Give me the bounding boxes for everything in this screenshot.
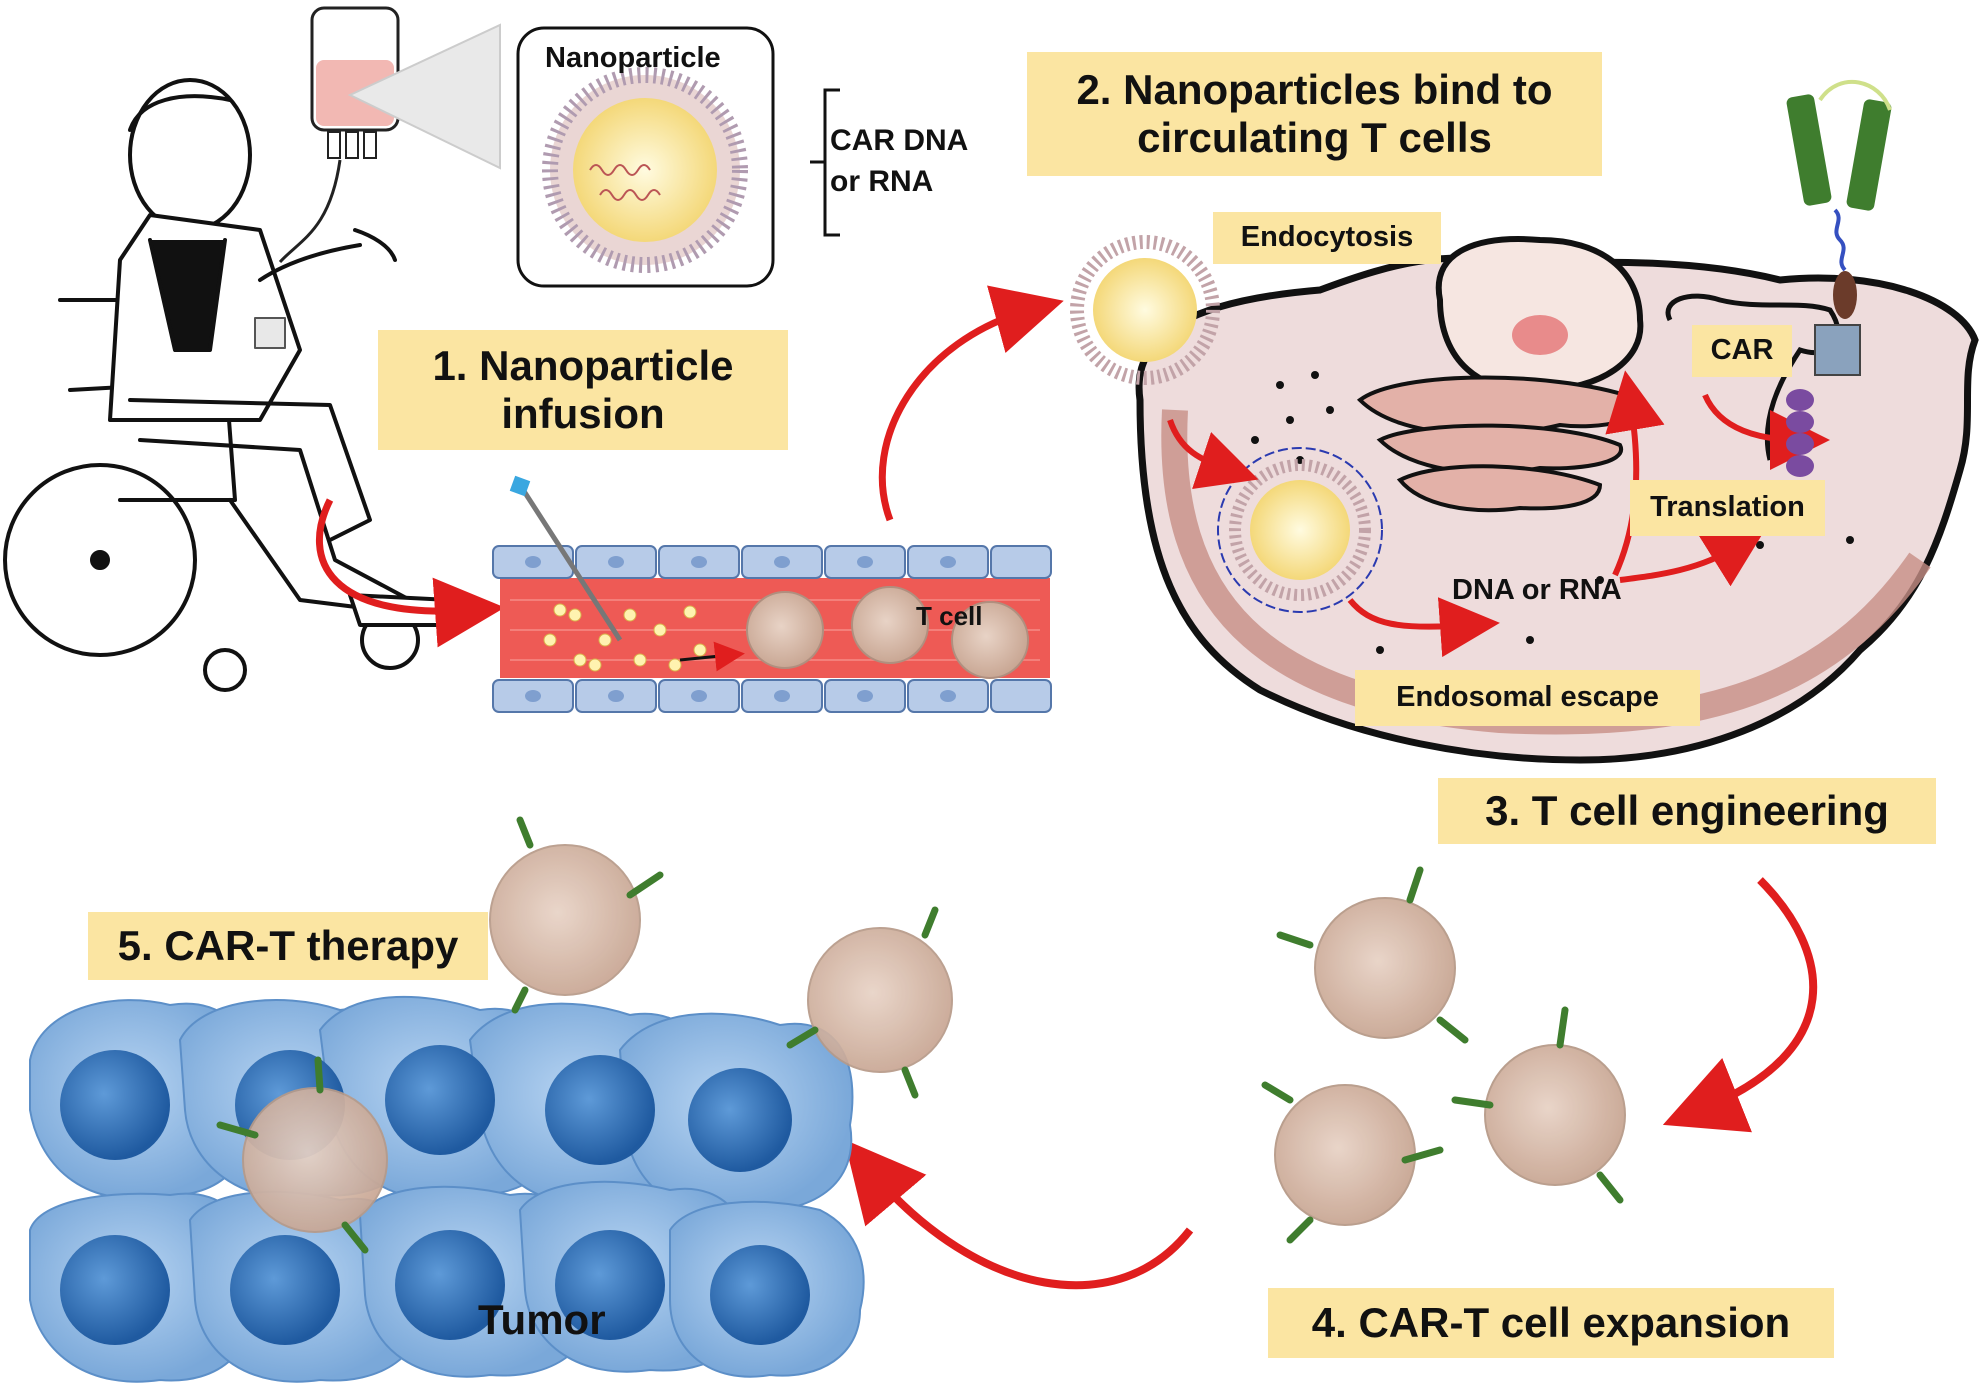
t-cell-icon [746,586,1029,679]
engineered-cell [1135,236,1979,764]
blood-vessel [492,475,1052,713]
step1-label: 1. Nanoparticle infusion [378,330,788,450]
car-dna-label: CAR DNA [830,124,969,157]
step2-label: 2. Nanoparticles bind to circulating T c… [1027,52,1602,176]
curved-arrow-icon [1347,597,1500,658]
bracket [810,88,840,237]
endosome [1217,447,1383,613]
car-receptor-icon [1786,80,1892,477]
nanoparticle-icon [542,67,748,273]
step4-label: 4. CAR-T cell expansion [1268,1288,1834,1358]
dna-or-rna-label: DNA or RNA [1452,574,1622,606]
step2-line1: 2. Nanoparticles bind to [1076,65,1553,113]
endocytosis-label: Endocytosis [1213,212,1441,264]
tumor-label: Tumor [478,1296,606,1343]
translation-label: Translation [1630,480,1825,536]
curved-arrow-icon [878,285,1064,522]
iv-bag-icon [278,6,501,264]
curved-arrow-icon [844,1139,1194,1290]
car-label: CAR [1692,325,1792,377]
step5-label: 5. CAR-T therapy [88,912,488,980]
car-t-cells-expansion [1261,866,1626,1244]
nanoparticle-icon [1070,235,1220,385]
curved-arrow-icon [1619,529,1766,587]
endosomal-escape-label: Endosomal escape [1355,670,1700,726]
curved-arrow-icon [1662,877,1818,1133]
tumor-cell-icon [29,995,865,1383]
step1-line1: 1. Nanoparticle [432,341,734,389]
nanoparticle-label: Nanoparticle [545,42,721,74]
curved-arrow-icon [1167,418,1259,489]
or-rna-label: or RNA [830,165,934,198]
curved-arrow-icon [315,498,505,648]
t-cell-label: T cell [916,601,983,631]
step2-line2: circulating T cells [1137,114,1492,161]
step3-label: 3. T cell engineering [1438,778,1936,844]
car-t-cells-therapy [216,816,953,1254]
step1-line2: infusion [501,390,665,437]
